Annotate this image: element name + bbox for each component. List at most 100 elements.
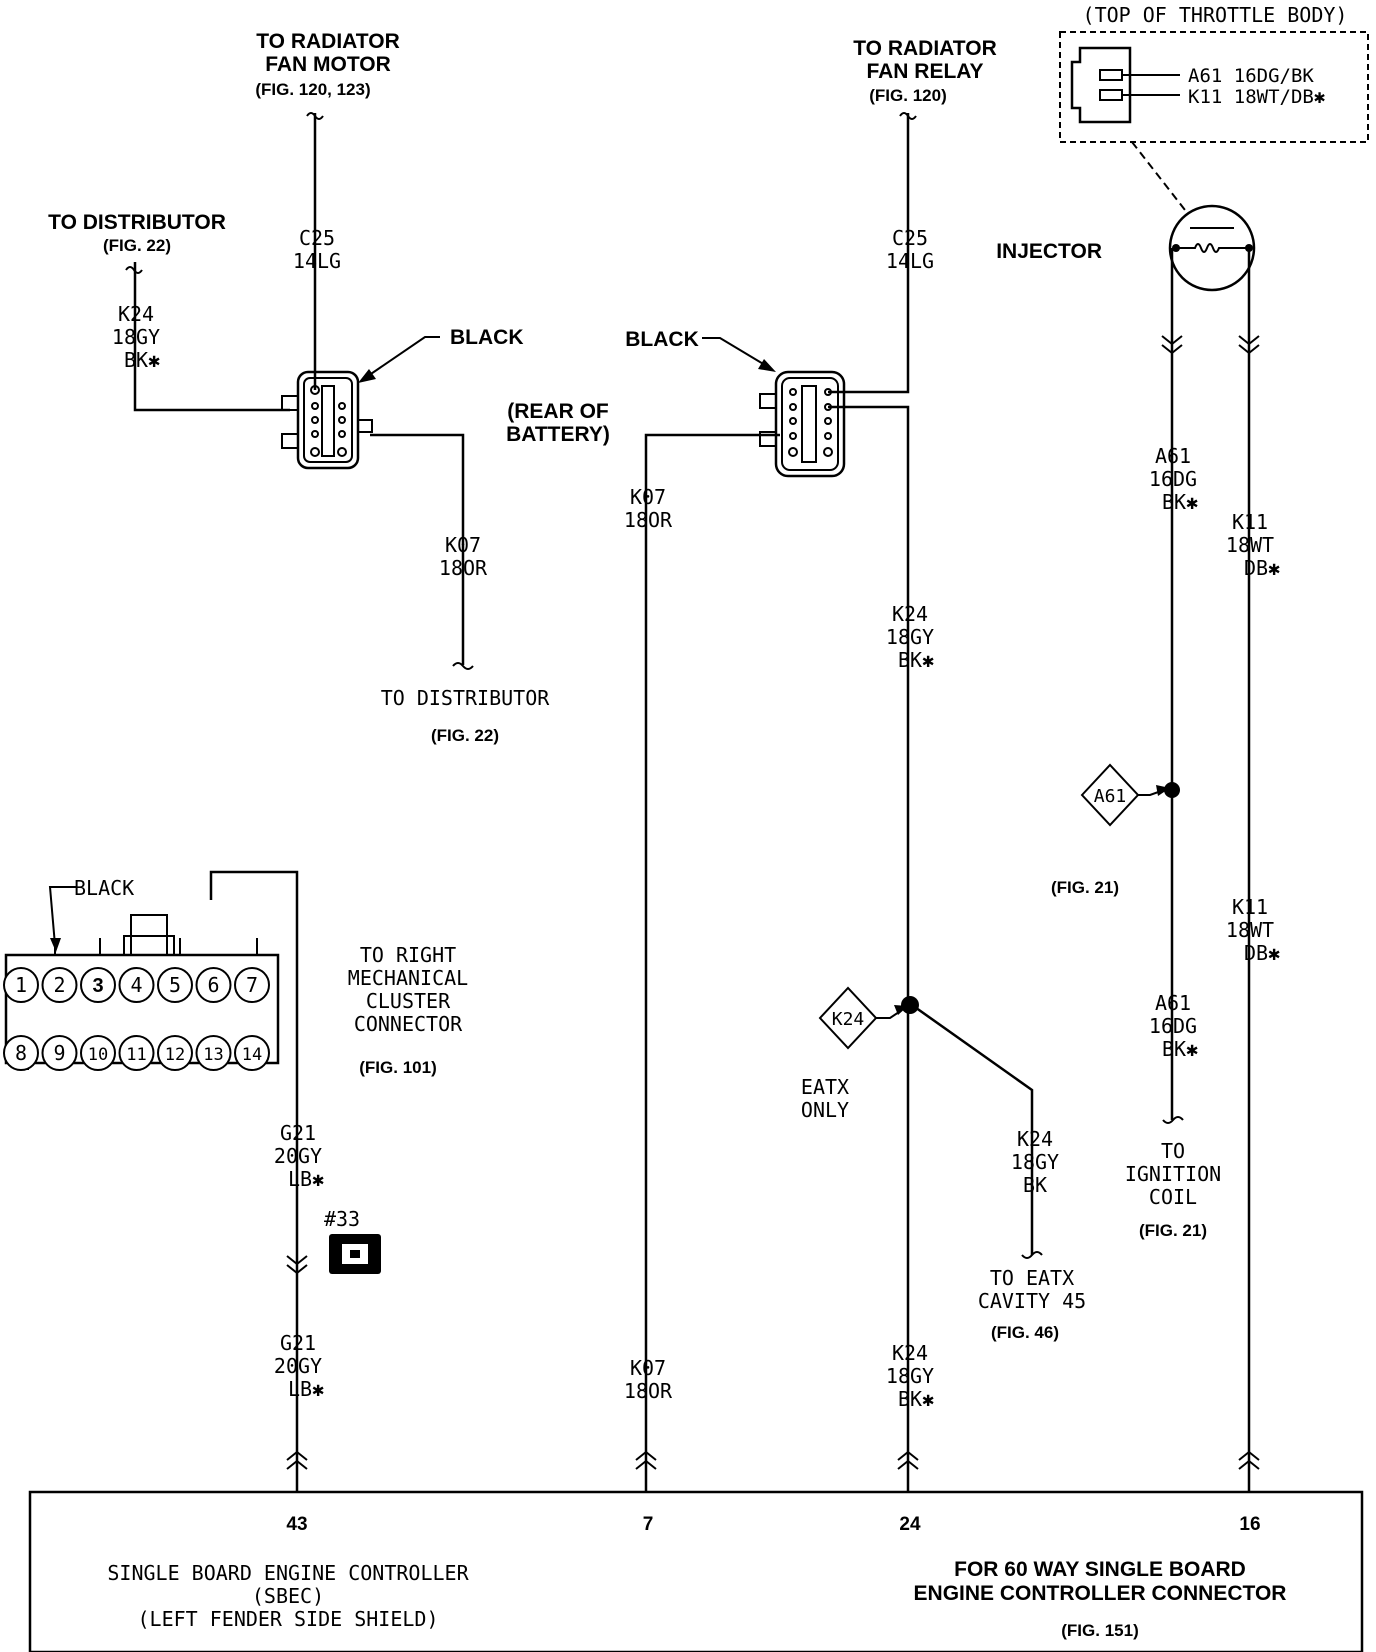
cluster-pin-12 (157, 1035, 193, 1071)
cluster-pin-6 (195, 967, 232, 1003)
wire-code-k24-branch-3: BK (1023, 1173, 1047, 1197)
wire-code-k07-center-2: 18OR (624, 508, 673, 532)
cluster-pin-label-2: 2 (53, 973, 65, 997)
wire-code-a61-lower-2: 16DG (1149, 1014, 1197, 1038)
label-to-distributor-bottom-1: TO DISTRIBUTOR (381, 686, 551, 710)
sbec-box (28, 1490, 1364, 1652)
ground-33-symbol (329, 1234, 381, 1274)
wire-code-k11-lower-1: K11 (1232, 895, 1268, 919)
label-for-60-way-3: (FIG. 151) (1061, 1621, 1138, 1640)
wire-break-k24-branch (1021, 1251, 1043, 1259)
label-for-60-way-2: ENGINE CONTROLLER CONNECTOR (914, 1582, 1287, 1605)
label-rear-of-battery-2: BATTERY) (506, 423, 610, 446)
wire-code-k07-left-1: K07 (445, 533, 481, 557)
wire-code-g21-lower-3: LB✱ (288, 1377, 324, 1401)
wire-k24-branch (911, 1003, 1034, 1255)
wire-code-k07-left-2: 18OR (439, 556, 488, 580)
wire-code-k07-center-1: K07 (630, 485, 666, 509)
label-to-right-cluster-4: CONNECTOR (354, 1012, 463, 1036)
label-eatx-only-1: EATX (801, 1075, 849, 1099)
label-to-right-cluster-5: (FIG. 101) (359, 1058, 436, 1077)
sbec-pin-16: 16 (1239, 1514, 1260, 1535)
label-injector: INJECTOR (996, 240, 1102, 263)
cluster-pin-4 (118, 967, 155, 1003)
wire-code-k07-bottom-2: 18OR (624, 1379, 673, 1403)
arrowhead-k24-splice (894, 1005, 908, 1015)
label-for-60-way-1: FOR 60 WAY SINGLE BOARD (954, 1558, 1246, 1581)
cluster-pin-label-10: 10 (88, 1045, 108, 1065)
label-eatx-only-2: ONLY (801, 1098, 849, 1122)
wire-code-k24-left-2: 18GY (112, 325, 160, 349)
cluster-pin-label-13: 13 (203, 1045, 223, 1065)
cluster-pin-14 (234, 1035, 270, 1071)
wire-code-g21-lower-1: G21 (280, 1331, 316, 1355)
cluster-pin-7 (234, 967, 270, 1003)
wire-c25-right (828, 113, 910, 394)
dashed-leader-injector (1131, 141, 1186, 211)
label-to-radiator-fan-motor-1: TO RADIATOR (256, 30, 400, 53)
wire-k24-left (133, 262, 290, 412)
label-splice-k24: K24 (832, 1009, 865, 1030)
wire-code-g21-upper-1: G21 (280, 1121, 316, 1145)
wire-break-k24-left (125, 266, 143, 274)
cluster-pin-13 (195, 1035, 232, 1071)
label-to-radiator-fan-motor-2: FAN MOTOR (265, 53, 391, 76)
arrow-black-center (702, 337, 771, 369)
throttle-body-dashed-box (1059, 31, 1369, 143)
wire-k07-left (370, 433, 465, 665)
wire-code-a61-lower-1: A61 (1155, 991, 1191, 1015)
cluster-pin-label-5: 5 (169, 973, 181, 997)
wire-code-a61-lower-3: BK✱ (1162, 1037, 1198, 1061)
wire-code-a61-upper-2: 16DG (1149, 467, 1197, 491)
label-to-eatx-1: TO EATX (990, 1266, 1074, 1290)
label-to-eatx-3: (FIG. 46) (991, 1323, 1059, 1342)
wire-code-g21-upper-2: 20GY (274, 1144, 322, 1168)
wire-code-c25-left-1: C25 (299, 226, 335, 250)
wire-break-c25-right (899, 112, 917, 120)
wire-code-a61-upper-1: A61 (1155, 444, 1191, 468)
arrowhead-black-center (758, 359, 776, 372)
wire-code-c25-right-1: C25 (892, 226, 928, 250)
label-to-ignition-coil-1: TO (1161, 1139, 1185, 1163)
wire-code-k24-branch-2: 18GY (1011, 1150, 1059, 1174)
cluster-pin-11 (118, 1035, 155, 1071)
label-to-distributor-left-1: TO DISTRIBUTOR (48, 211, 226, 234)
wire-k07-center (644, 433, 780, 1492)
wire-code-k24-center-1: K24 (892, 602, 928, 626)
sbec-title-2: (SBEC) (252, 1584, 324, 1608)
label-black-center: BLACK (625, 328, 699, 351)
label-to-eatx-2: CAVITY 45 (978, 1289, 1086, 1313)
wire-code-k11-lower-3: DB✱ (1244, 941, 1280, 965)
wire-code-k11-upper-1: K11 (1232, 510, 1268, 534)
sbec-pin-7: 7 (643, 1514, 654, 1535)
wire-code-k24-branch-1: K24 (1017, 1127, 1053, 1151)
wire-code-k24-center-3: BK✱ (898, 648, 934, 672)
injector-symbol (1168, 204, 1256, 292)
cluster-pin-1 (3, 967, 39, 1003)
cluster-pin-9 (41, 1035, 78, 1071)
throttle-body-connector (1070, 46, 1180, 124)
label-to-radiator-fan-relay-2: FAN RELAY (866, 60, 983, 83)
inline-connector-pin-24 (897, 1450, 919, 1470)
wire-code-a61-upper-3: BK✱ (1162, 490, 1198, 514)
sbec-title-3: (LEFT FENDER SIDE SHIELD) (137, 1607, 438, 1631)
inline-connector-pin-16 (1238, 1450, 1260, 1470)
wire-code-k11-upper-3: DB✱ (1244, 556, 1280, 580)
wire-code-k07-bottom-1: K07 (630, 1356, 666, 1380)
label-to-right-cluster-1: TO RIGHT (360, 943, 456, 967)
inline-connector-g21 (286, 1255, 308, 1275)
label-to-right-cluster-2: MECHANICAL (348, 966, 468, 990)
cluster-pin-label-6: 6 (207, 973, 219, 997)
label-to-ignition-coil-3: COIL (1149, 1185, 1197, 1209)
label-splice-a61-fig: (FIG. 21) (1051, 878, 1119, 897)
label-to-radiator-fan-relay-3: (FIG. 120) (869, 86, 946, 105)
inline-connector-pin-7 (635, 1450, 657, 1470)
wire-code-k24-left-3: BK✱ (124, 348, 160, 372)
inline-connector-pin-43 (286, 1450, 308, 1470)
cluster-pin-label-14: 14 (242, 1045, 262, 1065)
wire-code-k24-bottom-1: K24 (892, 1341, 928, 1365)
cluster-pin-label-1: 1 (15, 973, 27, 997)
cluster-pin-3 (80, 967, 116, 1003)
sbec-title-1: SINGLE BOARD ENGINE CONTROLLER (107, 1561, 469, 1585)
label-to-distributor-left-2: (FIG. 22) (103, 236, 171, 255)
